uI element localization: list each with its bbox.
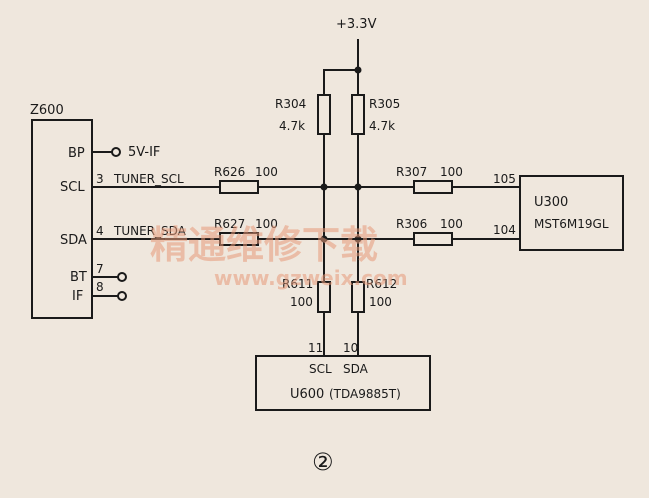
r304-resistor [317,94,331,135]
r306-ref: R306 [396,217,427,231]
watermark-url: www.gzweix.com [214,266,408,290]
r627-ref: R627 [214,217,245,231]
r306-resistor [413,232,453,246]
z600-pin-sda-name: SDA [60,233,87,248]
watermark-chinese: 精通维修下载 [150,223,378,267]
u300-pin-scl: 105 [493,172,516,186]
junction-dot [354,66,362,74]
r612-resistor [351,281,365,313]
if-terminal [117,291,127,301]
r612-value: 100 [369,295,392,309]
r304-ref: R304 [275,97,306,111]
u300-part: MST6M19GL [534,217,609,231]
u600-label-sda: SDA [343,362,369,376]
junction-dot [320,235,328,243]
supply-label: +3.3V [336,17,377,32]
bp-terminal [111,147,121,157]
u600-ref: U600 [290,387,324,402]
z600-pin-sda-num: 4 [96,224,104,238]
r612-ref: R612 [366,277,397,291]
z600-pin-if-name: IF [72,289,83,304]
junction-dot [320,183,328,191]
junction-dot [354,183,362,191]
r627-resistor [219,232,259,246]
r611-ref: R611 [282,277,313,291]
z600-pin-bt-name: BT [70,270,87,285]
z600-pin-scl-name: SCL [60,180,85,195]
r305-resistor [351,94,365,135]
z600-ref: Z600 [30,103,64,118]
r611-resistor [317,281,331,313]
r306-value: 100 [440,217,463,231]
r626-value: 100 [255,165,278,179]
r307-resistor [413,180,453,194]
u600-pin-scl: 11 [308,341,323,355]
u300-pin-sda: 104 [493,223,516,237]
r307-value: 100 [440,165,463,179]
r305-ref: R305 [369,97,400,111]
scl-net-label: TUNER_SCL [113,172,184,186]
bp-net-label: 5V-IF [128,145,160,160]
z600-pin-scl-num: 3 [96,172,104,186]
r304-value: 4.7k [279,119,305,133]
u300-box [519,175,624,251]
z600-box [31,119,93,319]
bt-terminal [117,272,127,282]
r627-value: 100 [255,217,278,231]
z600-pin-bp-name: BP [68,146,85,161]
u600-part: (TDA9885T) [329,387,401,401]
figure-number: ② [312,448,334,476]
junction-dot [354,235,362,243]
r626-resistor [219,180,259,194]
u300-ref: U300 [534,195,568,210]
u600-pin-sda: 10 [343,341,358,355]
u600-box [255,355,431,411]
u600-label-scl: SCL [309,362,332,376]
z600-pin-bt-num: 7 [96,262,104,276]
z600-pin-if-num: 8 [96,280,104,294]
r305-value: 4.7k [369,119,395,133]
sda-net-label: TUNER_SDA [113,224,187,238]
r307-ref: R307 [396,165,427,179]
r611-value: 100 [290,295,313,309]
r626-ref: R626 [214,165,245,179]
